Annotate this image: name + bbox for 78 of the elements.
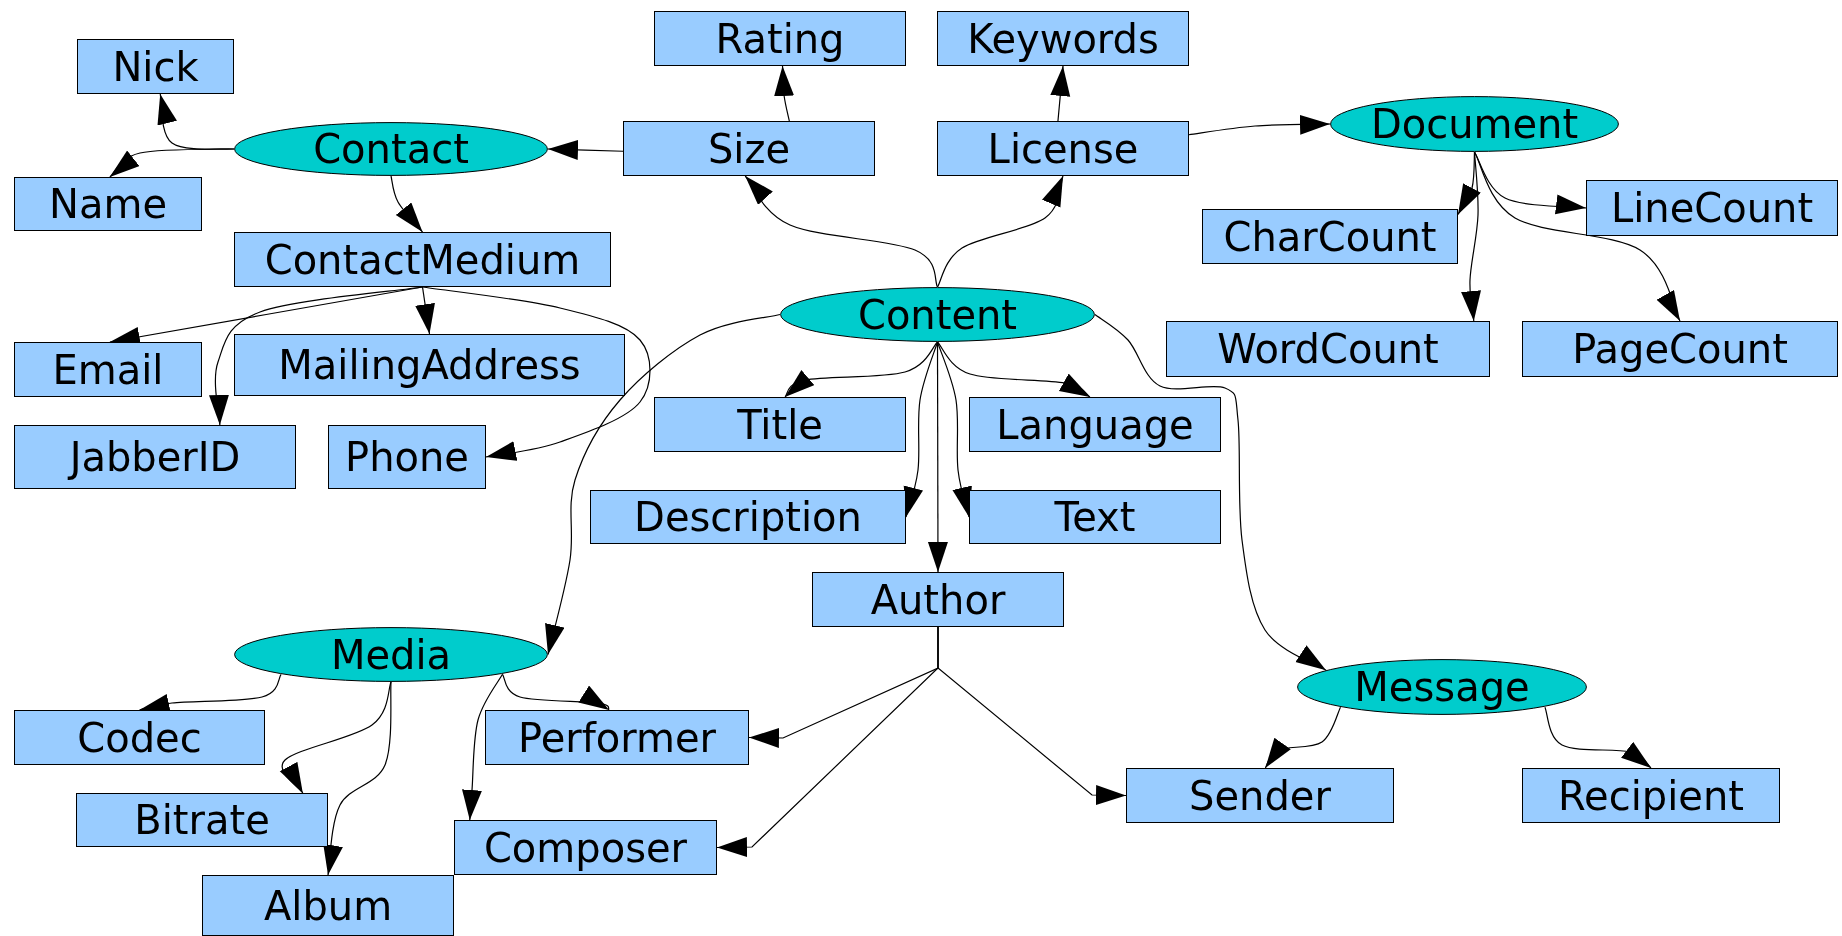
arrow (936, 341, 972, 518)
arrow (415, 286, 435, 335)
class-label: CharCount (1223, 216, 1437, 257)
arrow (773, 65, 794, 122)
class-box (1522, 768, 1780, 823)
class-label: Performer (517, 717, 717, 758)
class-ellipse (1297, 659, 1587, 715)
class-label: Sender (1189, 775, 1331, 816)
class-box (937, 11, 1189, 66)
arrow (390, 175, 424, 233)
class-box (1126, 768, 1394, 823)
class-box (14, 710, 265, 765)
class-label: Author (870, 579, 1006, 620)
class-label: Title (737, 404, 823, 445)
class-label: Phone (345, 437, 469, 477)
arrow (322, 681, 392, 876)
class-box (14, 342, 202, 397)
arrow (547, 139, 624, 160)
arrow (927, 341, 948, 573)
class-box (1586, 180, 1838, 236)
class-label: WordCount (1217, 329, 1439, 369)
class-label: Bitrate (134, 800, 270, 840)
class-ellipse (234, 122, 548, 176)
class-box (202, 875, 454, 936)
arrow (904, 341, 939, 518)
class-box (328, 425, 486, 489)
class-box (14, 177, 202, 231)
class-box (969, 397, 1221, 452)
class-ellipse (780, 287, 1095, 342)
class-box (234, 232, 611, 287)
class-box (1522, 321, 1838, 377)
class-box (812, 572, 1064, 627)
class-label: Media (330, 634, 452, 675)
class-label: Text (1054, 497, 1136, 537)
class-box (654, 11, 906, 66)
class-box (969, 490, 1221, 544)
class-box (454, 820, 717, 875)
arrow (1544, 706, 1652, 769)
class-box (76, 793, 328, 847)
class-box (623, 121, 875, 176)
arrow (109, 148, 235, 178)
arrow (937, 626, 1127, 806)
class-label: Document (1370, 104, 1579, 144)
class-label: Size (707, 128, 791, 169)
class-label: Album (263, 885, 393, 926)
class-label: Contact (313, 129, 469, 169)
class-ellipse (234, 627, 548, 682)
arrow (1264, 706, 1342, 769)
arrow (936, 175, 1064, 288)
class-label: Email (52, 349, 164, 390)
class-label: Codec (77, 717, 202, 758)
arrow (1188, 114, 1331, 136)
class-label: LineCount (1610, 188, 1814, 228)
arrow (784, 341, 939, 398)
class-box (1166, 321, 1490, 377)
arrow (1473, 151, 1587, 216)
arrow (936, 341, 1091, 398)
class-box (654, 397, 906, 452)
class-box (77, 39, 234, 94)
arrow (1094, 313, 1327, 671)
class-label: Name (49, 184, 167, 224)
class-box (590, 490, 906, 544)
arrow (501, 673, 610, 711)
class-label: License (987, 128, 1139, 169)
class-box (1202, 209, 1458, 264)
class-box (485, 710, 749, 765)
arrow (1050, 65, 1071, 122)
arrow (545, 313, 781, 656)
class-box (234, 334, 625, 396)
class-ellipse (1330, 96, 1619, 152)
arrow (1473, 151, 1681, 322)
class-box (14, 425, 296, 489)
class-label: Nick (112, 46, 199, 87)
class-label: Content (857, 294, 1018, 335)
class-label: ContactMedium (264, 239, 581, 280)
arrow (744, 175, 939, 288)
arrow (461, 673, 504, 821)
class-box (937, 121, 1189, 176)
